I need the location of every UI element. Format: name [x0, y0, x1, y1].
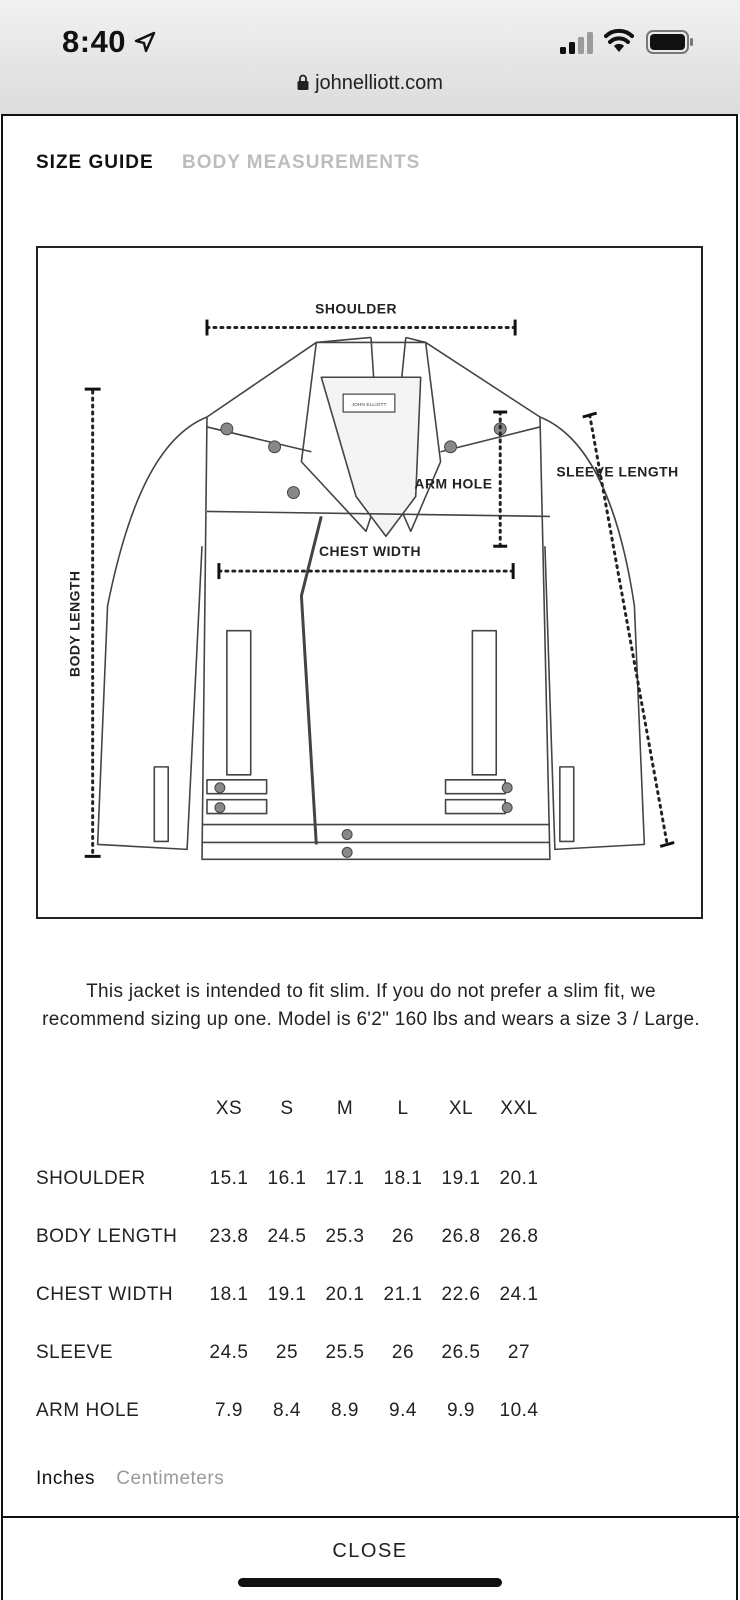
- table-cell: 26: [391, 1342, 415, 1363]
- jacket-label-tag: [342, 393, 396, 413]
- body-length-label: BODY LENGTH: [67, 571, 83, 677]
- cellular-signal-icon: [560, 32, 593, 54]
- footer-divider: [1, 1516, 739, 1518]
- row-label: ARM HOLE: [36, 1400, 140, 1421]
- table-cell: 10.4: [499, 1400, 539, 1421]
- table-row: BODY LENGTH 23.8 24.5 25.3 26 26.8 26.8: [36, 1208, 548, 1266]
- battery-icon: [646, 30, 693, 54]
- location-arrow-icon: [134, 31, 156, 53]
- size-column-header: S: [280, 1098, 294, 1119]
- address-bar[interactable]: johnelliott.com: [0, 72, 740, 95]
- right-sleeve-outline: [539, 416, 646, 851]
- shoulder-label: SHOULDER: [315, 301, 397, 317]
- table-cell: 18.1: [209, 1284, 249, 1305]
- home-indicator[interactable]: [238, 1578, 502, 1587]
- row-label: SLEEVE: [36, 1342, 113, 1363]
- table-cell: 15.1: [209, 1168, 249, 1189]
- table-cell: 24.5: [209, 1342, 249, 1363]
- right-pocket-zipper: [471, 629, 498, 776]
- table-row: CHEST WIDTH 18.1 19.1 20.1 21.1 22.6 24.…: [36, 1266, 548, 1324]
- left-pocket-zipper: [226, 629, 252, 776]
- row-label: SHOULDER: [36, 1168, 146, 1189]
- size-column-header: XXL: [500, 1098, 538, 1119]
- collar-lining: [320, 376, 422, 538]
- lock-icon: [297, 74, 309, 90]
- wifi-icon: [604, 28, 634, 52]
- size-column-header: L: [397, 1098, 409, 1119]
- unit-inches-option[interactable]: Inches: [36, 1468, 95, 1489]
- snap-button: [220, 422, 234, 436]
- table-cell: 22.6: [441, 1284, 481, 1305]
- left-sleeve-outline: [96, 416, 208, 851]
- table-cell: 26: [391, 1226, 415, 1247]
- chest-width-label: CHEST WIDTH: [319, 543, 421, 559]
- close-button[interactable]: CLOSE: [332, 1540, 408, 1562]
- sleeve-length-label: SLEEVE LENGTH: [556, 464, 678, 480]
- table-cell: 20.1: [499, 1168, 539, 1189]
- table-row: SHOULDER 15.1 16.1 17.1 18.1 19.1 20.1: [36, 1150, 548, 1208]
- table-cell: 18.1: [383, 1168, 423, 1189]
- table-cell: 16.1: [267, 1168, 307, 1189]
- table-cell: 23.8: [209, 1226, 249, 1247]
- table-cell: 8.9: [331, 1400, 359, 1421]
- main-zipper: [299, 516, 323, 845]
- table-cell: 9.4: [389, 1400, 417, 1421]
- table-cell: 26.5: [441, 1342, 481, 1363]
- table-cell: 17.1: [325, 1168, 365, 1189]
- table-cell: 19.1: [441, 1168, 481, 1189]
- row-label: BODY LENGTH: [36, 1226, 178, 1247]
- table-cell: 8.4: [273, 1400, 301, 1421]
- jacket-measurement-diagram: JOHN ELLIOTT SHOULDER SLEEVE LENGTH ARM …: [36, 246, 703, 919]
- table-cell: 9.9: [447, 1400, 475, 1421]
- size-column-header: XL: [448, 1098, 474, 1119]
- table-cell: 25.5: [325, 1342, 365, 1363]
- table-cell: 24.5: [267, 1226, 307, 1247]
- table-cell: 19.1: [267, 1284, 307, 1305]
- table-row: SLEEVE 24.5 25 25.5 26 26.5 27: [36, 1324, 548, 1382]
- table-cell: 21.1: [383, 1284, 423, 1305]
- table-cell: 25.3: [325, 1226, 365, 1247]
- table-row: ARM HOLE 7.9 8.4 8.9 9.4 9.9 10.4: [36, 1382, 548, 1440]
- table-cell: 27: [507, 1342, 531, 1363]
- url-text: johnelliott.com: [315, 72, 443, 94]
- table-cell: 7.9: [215, 1400, 243, 1421]
- table-cell: 26.8: [499, 1226, 539, 1247]
- status-bar: 8:40 johnelliott.com: [0, 0, 740, 114]
- size-guide-tabs: SIZE GUIDE BODY MEASUREMENTS: [36, 152, 442, 174]
- jacket-illustration: JOHN ELLIOTT SHOULDER SLEEVE LENGTH ARM …: [67, 301, 678, 861]
- table-cell: 25: [275, 1342, 299, 1363]
- tab-body-measurements[interactable]: BODY MEASUREMENTS: [181, 152, 421, 173]
- size-column-header: XS: [215, 1098, 243, 1119]
- table-cell: 26.8: [441, 1226, 481, 1247]
- fit-note: This jacket is intended to fit slim. If …: [42, 981, 700, 1030]
- arm-hole-label: ARM HOLE: [414, 476, 492, 492]
- size-chart-table: XS S M L XL XXL SHOULDER 15.1 16.1 17.1 …: [36, 1098, 548, 1440]
- tab-size-guide[interactable]: SIZE GUIDE: [36, 152, 154, 173]
- unit-centimeters-option[interactable]: Centimeters: [116, 1468, 225, 1489]
- size-header-row: XS S M L XL XXL: [36, 1098, 548, 1150]
- sleeve-length-guide: [588, 413, 669, 846]
- table-cell: 24.1: [499, 1284, 539, 1305]
- tag-text: JOHN ELLIOTT: [351, 402, 386, 408]
- size-column-header: M: [336, 1098, 354, 1119]
- row-label: CHEST WIDTH: [36, 1284, 174, 1305]
- table-cell: 20.1: [325, 1284, 365, 1305]
- clock-time: 8:40: [62, 24, 127, 59]
- unit-toggle: Inches Centimeters: [36, 1468, 240, 1490]
